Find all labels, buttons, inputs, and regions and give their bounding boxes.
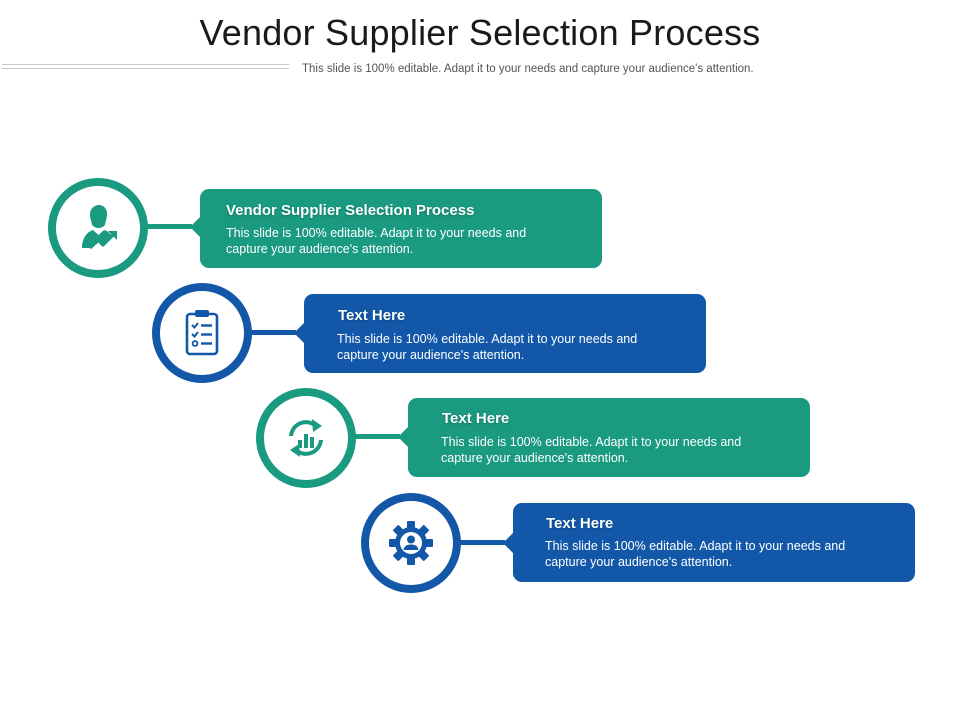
step-1-body: This slide is 100% editable. Adapt it to… — [226, 226, 527, 256]
step-4-heading: Text Here — [546, 515, 614, 532]
step-2-pointer — [294, 322, 305, 344]
gear-person-icon — [389, 521, 433, 565]
step-3-icon-ring — [256, 388, 356, 488]
step-2-card: Text Here This slide is 100% editable. A… — [304, 294, 706, 373]
step-1-connector — [140, 224, 192, 229]
step-4-icon-ring — [361, 493, 461, 593]
slide-subtitle: This slide is 100% editable. Adapt it to… — [302, 63, 754, 75]
step-3-connector — [348, 434, 400, 439]
slide-title: Vendor Supplier Selection Process — [199, 12, 761, 53]
step-3-body: This slide is 100% editable. Adapt it to… — [441, 435, 742, 465]
step-2-heading: Text Here — [338, 307, 406, 324]
step-1-pointer — [190, 216, 201, 238]
step-3-heading: Text Here — [442, 410, 510, 427]
step-4-card: Text Here This slide is 100% editable. A… — [513, 503, 915, 582]
step-3-pointer — [398, 426, 409, 448]
clipboard-checklist-icon — [185, 310, 219, 356]
step-4-body: This slide is 100% editable. Adapt it to… — [545, 539, 846, 569]
step-3-card: Text Here This slide is 100% editable. A… — [408, 398, 810, 477]
step-1-icon-ring — [48, 178, 148, 278]
title-rule-top — [2, 64, 289, 65]
step-1-card: Vendor Supplier Selection Process This s… — [200, 189, 602, 268]
title-rule-bottom — [2, 68, 289, 69]
refresh-chart-icon — [289, 419, 323, 457]
step-2-body: This slide is 100% editable. Adapt it to… — [337, 332, 638, 362]
step-1-heading: Vendor Supplier Selection Process — [226, 202, 475, 219]
step-2-connector — [244, 330, 296, 335]
step-4-pointer — [503, 532, 514, 554]
step-2-icon-ring — [152, 283, 252, 383]
businesswoman-growth-icon — [82, 205, 117, 250]
step-4-connector — [453, 540, 505, 545]
